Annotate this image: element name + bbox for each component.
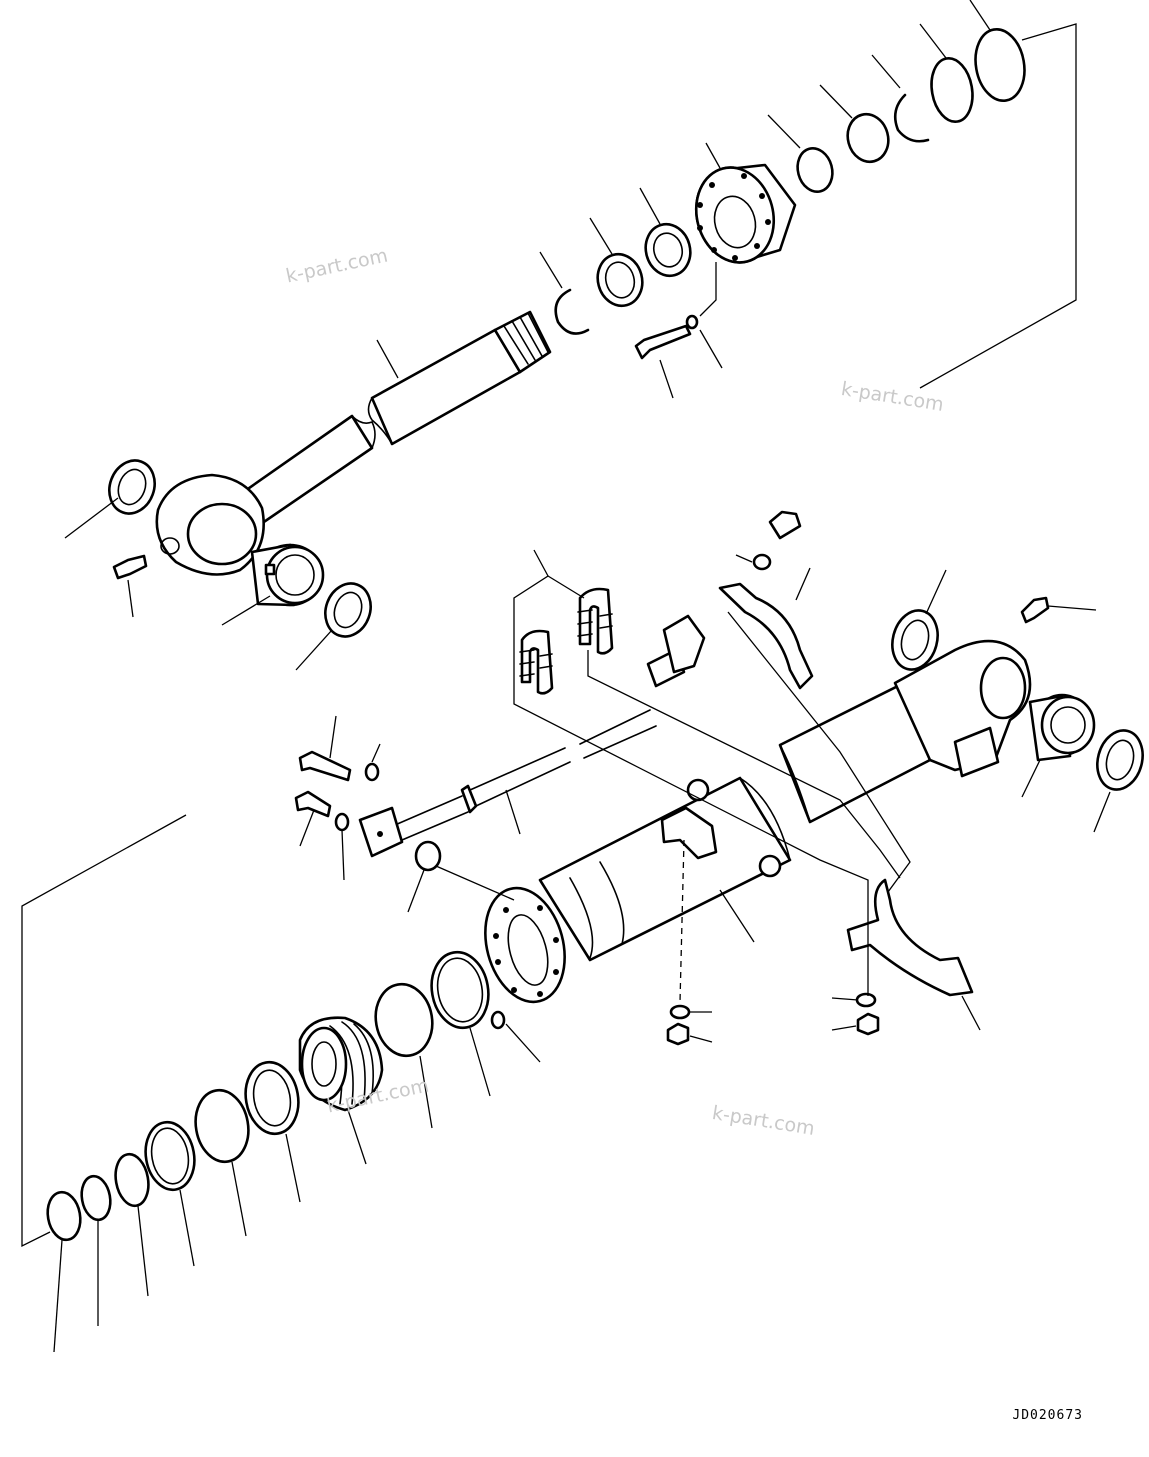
leader-lines-bottom	[21, 814, 491, 1353]
head-seal-train	[554, 28, 1026, 360]
tube-long	[394, 795, 469, 841]
hose-assembly	[294, 510, 814, 872]
washer-2	[855, 992, 877, 1008]
bottom-eye-bore	[979, 656, 1027, 720]
nut-1	[644, 222, 692, 278]
lower-bracket	[846, 878, 974, 997]
piston-rod-upper	[370, 328, 522, 446]
piston-ring-1	[430, 950, 490, 1030]
snap-ring-1	[554, 288, 590, 335]
nut-3	[856, 1012, 880, 1036]
o-ring-5	[46, 1190, 82, 1242]
o-ring-1	[930, 56, 974, 124]
bushing-1	[596, 252, 644, 308]
hose-2	[578, 587, 614, 655]
grease-fitting-bottom	[1020, 596, 1050, 624]
head-washer	[685, 314, 699, 330]
set-screw	[490, 1010, 506, 1030]
o-ring-flange	[414, 840, 442, 872]
piston-rod-assembly	[155, 310, 552, 576]
piston-seal-1	[244, 1060, 300, 1136]
clamp-bolt	[768, 510, 802, 540]
flange-bolt-2	[294, 790, 332, 818]
nut-2	[666, 1022, 690, 1046]
drawing-code: JD020673	[1012, 1408, 1083, 1423]
bottom-port-block	[953, 726, 1000, 778]
piston-ring-2	[374, 982, 434, 1058]
snap-ring-2	[893, 93, 930, 143]
o-ring-3	[114, 1152, 150, 1208]
head-bolt	[634, 324, 692, 360]
rod-thread	[493, 310, 552, 374]
grease-fitting-top	[112, 554, 148, 580]
tube-bracket	[660, 806, 718, 860]
clamp-washer	[752, 553, 772, 571]
washer-1	[669, 1004, 691, 1020]
cylinder-flange	[484, 886, 566, 1004]
bushing-2	[846, 112, 890, 164]
dust-seal-top-left	[108, 459, 156, 515]
cylinder-tube-left	[538, 776, 792, 962]
leader-lines-middle	[299, 549, 1111, 1063]
piston-seal-train	[46, 950, 490, 1242]
flange-washer-2	[334, 812, 350, 832]
cylinder-tube-assembly	[484, 596, 1144, 1046]
o-ring-2	[974, 28, 1026, 102]
rod-eye-bore	[186, 502, 258, 566]
leader-lines-top	[64, 0, 1077, 671]
rod-eye-parts	[108, 459, 372, 638]
dust-seal-top-right	[324, 582, 372, 638]
dust-seal-bottom	[1096, 729, 1144, 791]
head-bolt-holes	[697, 173, 771, 261]
clamp-top	[718, 582, 814, 690]
o-ring-4	[80, 1174, 112, 1222]
wear-ring-1	[194, 1088, 250, 1164]
flange-washer-1	[364, 762, 380, 782]
hose-1	[520, 629, 554, 695]
seal-2	[796, 146, 834, 194]
flange-bolt-holes	[493, 905, 559, 997]
flange-bolt-1	[298, 750, 352, 782]
